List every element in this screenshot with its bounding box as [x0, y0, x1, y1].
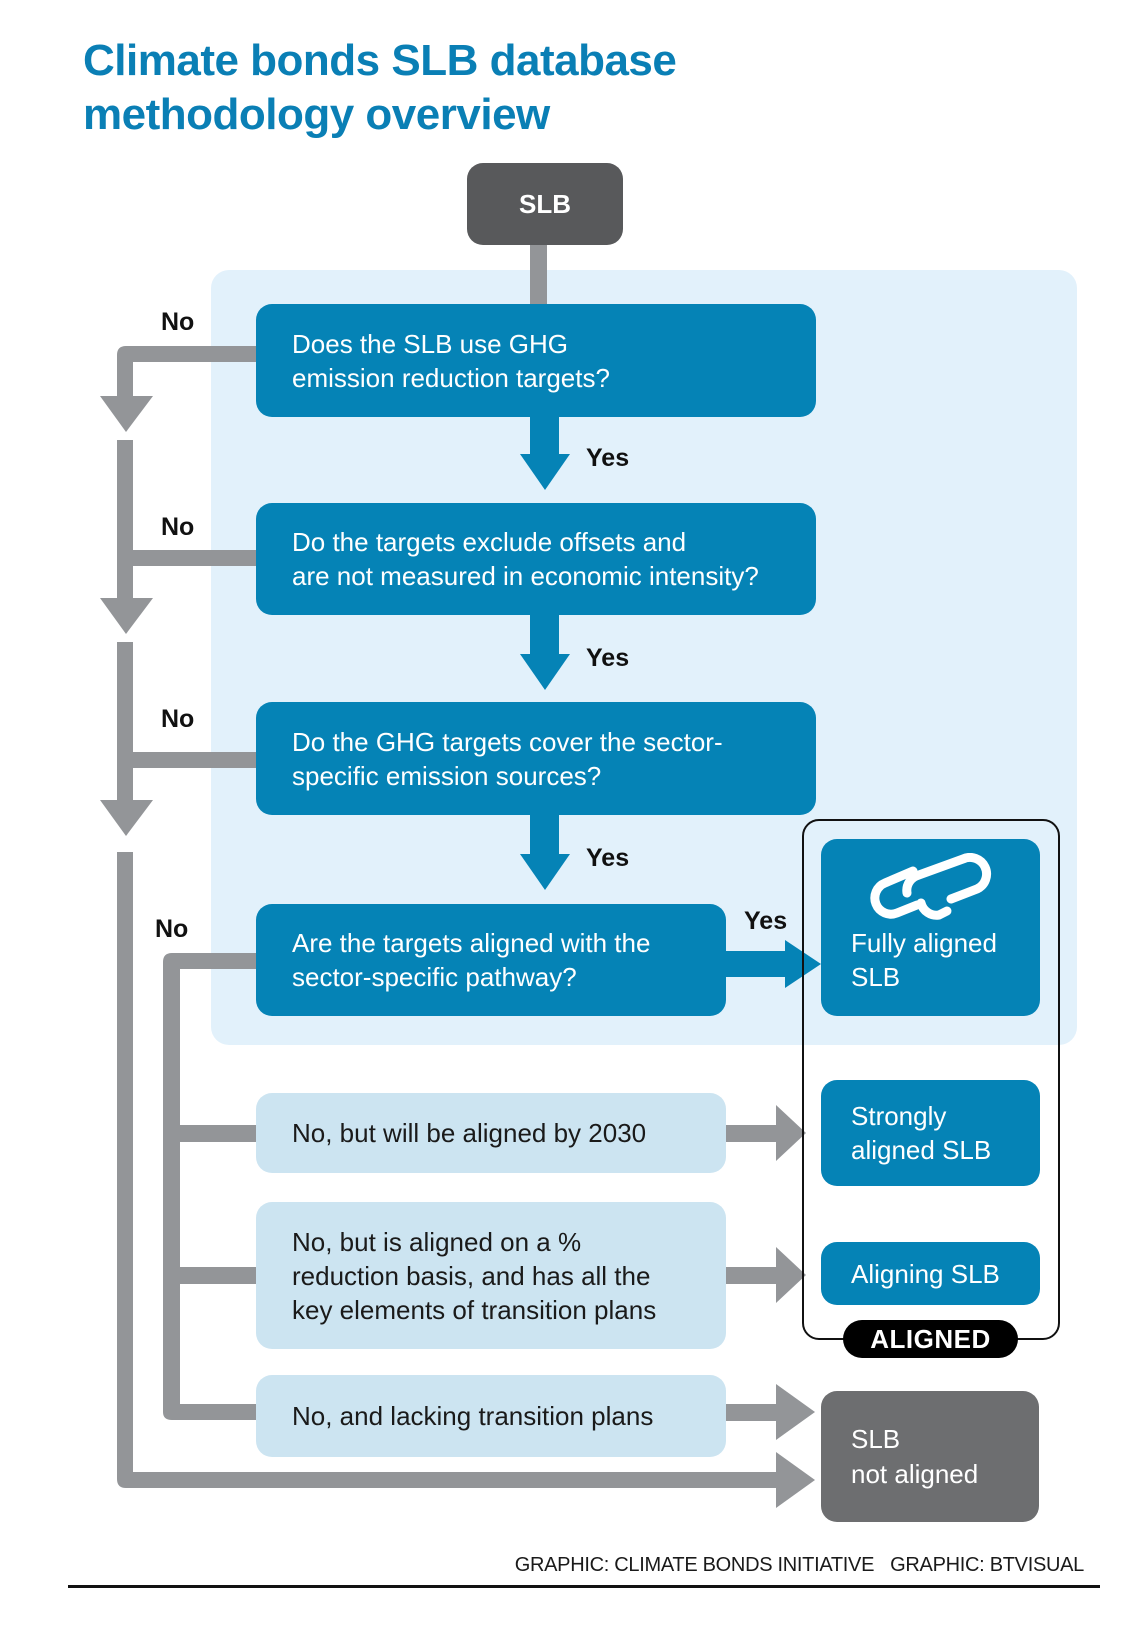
question-1-line-1: Does the SLB use GHG	[292, 328, 569, 359]
no-path-outer	[100, 346, 815, 1508]
footer-credits: GRAPHIC: CLIMATE BONDS INITIATIVE GRAPHIC…	[514, 1554, 1085, 1577]
question-2-line-1: Do the targets exclude offsets and	[292, 527, 687, 557]
footer-credit-1: GRAPHIC: CLIMATE BONDS INITIATIVE	[514, 1554, 875, 1576]
title-line-2: methodology overview	[83, 90, 550, 139]
no-label-1: No	[161, 308, 195, 336]
option-3-line-1: No, and lacking transition plans	[292, 1401, 654, 1431]
question-3-line-2: specific emission sources?	[292, 760, 602, 791]
yes-arrow-1	[520, 415, 570, 490]
question-3-box: Do the GHG targets cover the sector- spe…	[256, 702, 816, 815]
yes-label-1: Yes	[586, 444, 630, 472]
yes-label-4: Yes	[744, 907, 788, 935]
option-1-line-1: No, but will be aligned by 2030	[292, 1118, 647, 1148]
result-fully-line-2: SLB	[851, 962, 901, 992]
start-connector	[530, 245, 547, 307]
question-3-line-1: Do the GHG targets cover the sector-	[292, 726, 723, 757]
no-arrowhead-1	[100, 396, 153, 432]
result-not-aligned: SLB not aligned	[821, 1391, 1039, 1522]
question-4-line-1: Are the targets aligned with the	[292, 928, 651, 958]
option-arrow-1	[724, 1105, 806, 1161]
result-fully-line-1: Fully aligned	[851, 928, 997, 958]
footer-credit-2: GRAPHIC: BTVISUAL	[890, 1554, 1084, 1576]
question-2-line-2: are not measured in economic intensity?	[292, 561, 759, 591]
option-arrow-2	[724, 1247, 806, 1303]
result-fully-aligned: Fully aligned SLB	[821, 839, 1040, 1016]
question-4-line-2: sector-specific pathway?	[292, 962, 577, 992]
footer-rule	[68, 1585, 1100, 1588]
result-not-aligned-line-2: not aligned	[851, 1458, 979, 1489]
yes-arrow-3	[520, 813, 570, 890]
yes-label-2: Yes	[586, 644, 630, 672]
page-title: Climate bonds SLB database methodology o…	[83, 34, 677, 142]
question-1-box: Does the SLB use GHG emission reduction …	[256, 304, 816, 417]
title-line-1: Climate bonds SLB database	[83, 36, 677, 85]
result-strongly-line-2: aligned SLB	[851, 1135, 992, 1165]
option-2-line-1: No, but is aligned on a %	[292, 1226, 582, 1257]
result-strongly-aligned: Strongly aligned SLB	[821, 1080, 1040, 1186]
no-label-3: No	[161, 705, 195, 733]
start-node-slb: SLB	[467, 163, 623, 245]
option-2-line-3: key elements of transition plans	[292, 1294, 657, 1325]
question-1-line-2: emission reduction targets?	[292, 362, 610, 393]
no-arrowhead-final	[776, 1452, 815, 1508]
yes-arrow-2	[520, 613, 570, 690]
no-label-2: No	[161, 513, 195, 541]
question-2-box: Do the targets exclude offsets and are n…	[256, 503, 816, 615]
aligned-group-label: ALIGNED	[843, 1320, 1018, 1358]
result-strongly-line-1: Strongly	[851, 1101, 947, 1131]
option-1-box: No, but will be aligned by 2030	[256, 1093, 726, 1173]
option-2-line-2: reduction basis, and has all the	[292, 1260, 651, 1291]
no-path-inner	[163, 953, 256, 1420]
option-arrow-3	[724, 1384, 815, 1440]
no-arrowhead-2	[100, 598, 153, 634]
chain-link-icon	[870, 853, 992, 920]
no-label-4: No	[155, 915, 189, 943]
result-aligning: Aligning SLB	[821, 1242, 1040, 1305]
result-aligning-line-1: Aligning SLB	[851, 1258, 1000, 1289]
question-4-box: Are the targets aligned with the sector-…	[256, 904, 726, 1016]
result-not-aligned-line-1: SLB	[851, 1423, 901, 1454]
option-2-box: No, but is aligned on a % reduction basi…	[256, 1202, 726, 1349]
start-node-label: SLB	[519, 188, 571, 219]
yes-label-3: Yes	[586, 844, 630, 872]
option-3-box: No, and lacking transition plans	[256, 1375, 726, 1457]
no-arrowhead-3	[100, 800, 153, 836]
